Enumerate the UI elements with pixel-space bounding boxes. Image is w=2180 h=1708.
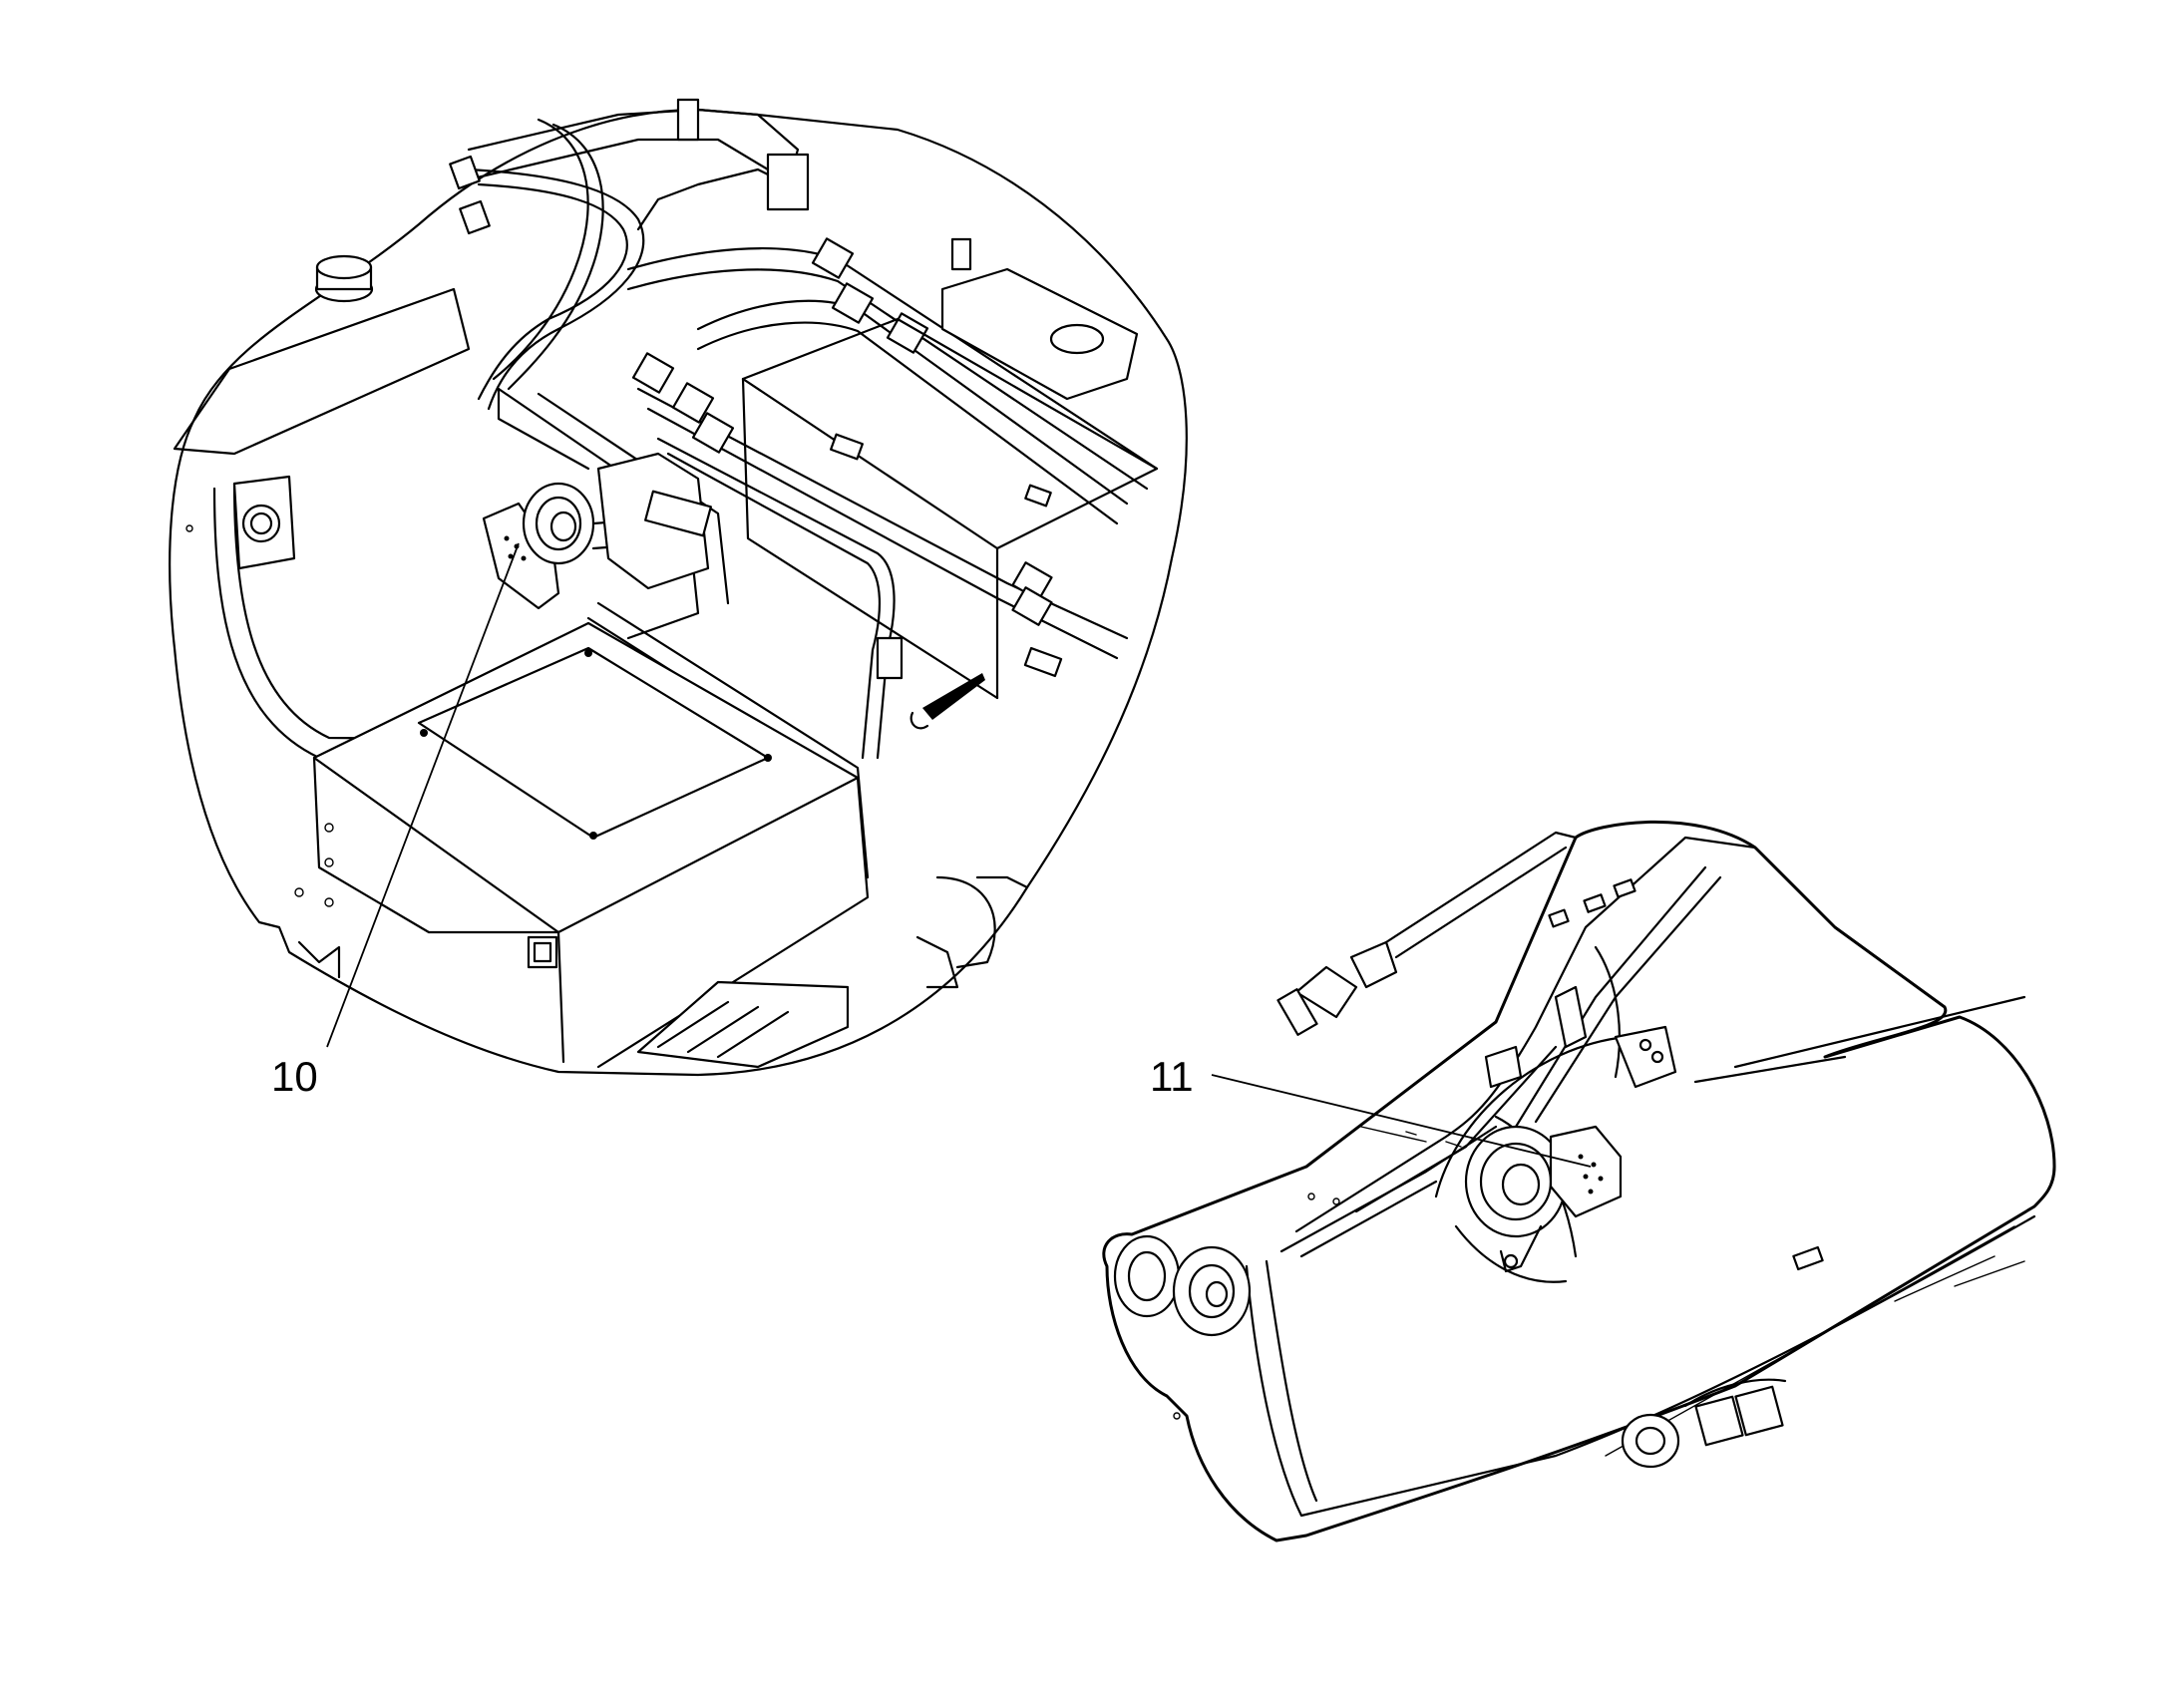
callout-11: 11 bbox=[1150, 1053, 1592, 1168]
component-11-icon bbox=[1464, 1125, 1623, 1273]
hose-fitting-icon bbox=[631, 237, 1053, 680]
callout-label-11: 11 bbox=[1150, 1053, 1194, 1100]
hose-fitting-icon bbox=[1683, 1378, 1787, 1447]
leader-line-10 bbox=[326, 542, 520, 1048]
detail-view-boom bbox=[1102, 820, 2056, 1542]
callout-10: 10 bbox=[271, 542, 520, 1100]
pivot-pin-icon bbox=[1113, 1234, 1680, 1469]
detail-view-upper-structure bbox=[169, 98, 1188, 1077]
callout-label-10: 10 bbox=[271, 1053, 318, 1100]
leader-line-11 bbox=[1211, 1074, 1592, 1168]
component-10-icon bbox=[482, 452, 712, 610]
hose-fitting-icon bbox=[449, 155, 491, 235]
